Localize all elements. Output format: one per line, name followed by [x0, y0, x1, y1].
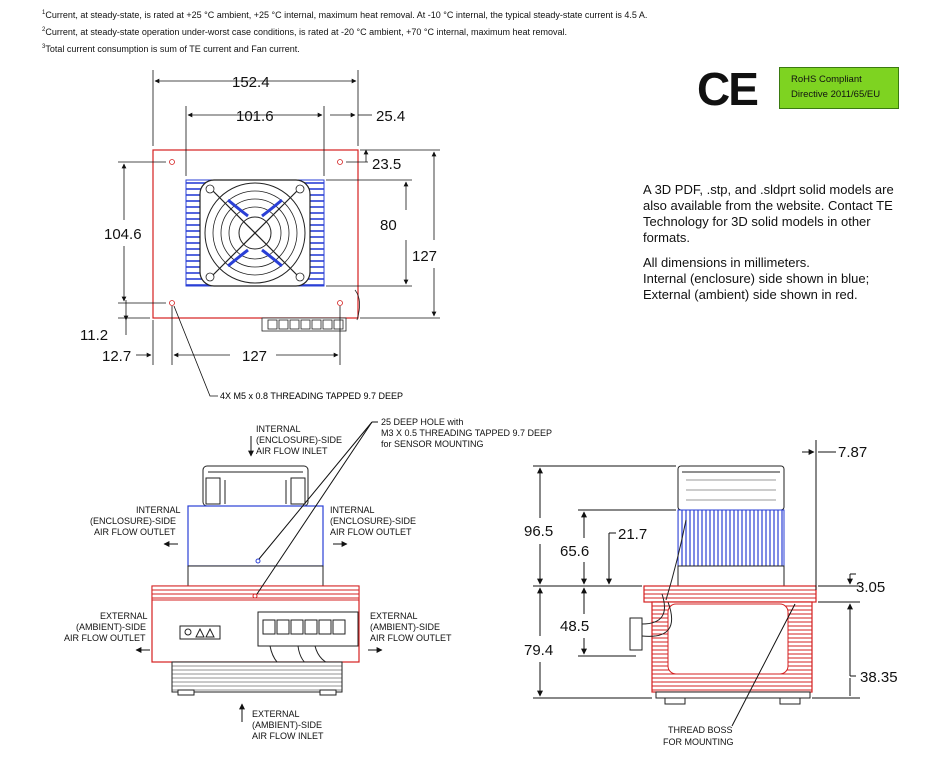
footnote-1: 1Current, at steady-state, is rated at +…	[42, 10, 648, 20]
outlet-external-right-1: EXTERNAL	[370, 611, 418, 621]
outlet-external-left-1: EXTERNAL	[100, 611, 148, 621]
mount-hole	[337, 159, 343, 165]
rohs-badge: RoHS Compliant Directive 2011/65/EU	[779, 67, 899, 109]
mount-hole	[337, 300, 343, 306]
inlet-external-1: EXTERNAL	[252, 709, 300, 719]
rohs-line-1: RoHS Compliant	[791, 74, 862, 85]
dim-width: 152.4	[232, 74, 270, 91]
dim-lower-mid: 48.5	[560, 618, 589, 635]
external-fan-front	[171, 661, 343, 693]
front-view: INTERNAL (ENCLOSURE)-SIDE AIR FLOW INLET…	[64, 417, 552, 741]
dim-boss: 38.35	[860, 669, 898, 686]
footnote-3: 3Total current consumption is sum of TE …	[42, 44, 300, 54]
outlet-internal-right-2: (ENCLOSURE)-SIDE	[330, 516, 416, 526]
internal-heatsink-side	[677, 509, 785, 567]
mount-hole	[169, 159, 175, 165]
dim-hole-bottom: 11.2	[80, 327, 108, 344]
internal-heatsink-front	[187, 505, 324, 567]
dim-external-height: 79.4	[524, 642, 553, 659]
dim-hole-left: 12.7	[102, 348, 131, 365]
dim-fan-width: 101.6	[236, 108, 274, 125]
units-note: All dimensions in millimeters.	[643, 255, 810, 270]
outlet-internal-right-3: AIR FLOW OUTLET	[330, 527, 412, 537]
boss-note-1: THREAD BOSS	[668, 725, 733, 735]
outlet-external-left-2: (AMBIENT)-SIDE	[76, 622, 146, 632]
mount-hole	[169, 300, 175, 306]
internal-fan-side	[677, 465, 785, 511]
thread-note: 4X M5 x 0.8 THREADING TAPPED 9.7 DEEP	[220, 391, 403, 401]
dim-offset: 25.4	[376, 108, 405, 125]
blue-side-note: Internal (enclosure) side shown in blue;	[643, 271, 870, 286]
outlet-internal-left-3: AIR FLOW OUTLET	[94, 527, 176, 537]
inlet-external-2: (AMBIENT)-SIDE	[252, 720, 322, 730]
dim-hole-top: 23.5	[372, 156, 401, 173]
outlet-internal-left-1: INTERNAL	[136, 505, 181, 515]
dim-fan-width-side: 21.7	[618, 526, 647, 543]
fan-guard	[199, 179, 311, 287]
outlet-internal-right-1: INTERNAL	[330, 505, 375, 515]
dim-height-left: 104.6	[104, 226, 142, 243]
dim-internal-height: 96.5	[524, 523, 553, 540]
footnote-2: 2Current, at steady-state operation unde…	[42, 27, 568, 37]
boss-note-2: FOR MOUNTING	[663, 737, 734, 747]
dim-plate-height: 127	[412, 248, 437, 265]
inlet-external-3: AIR FLOW INLET	[252, 731, 324, 741]
inlet-internal-3: AIR FLOW INLET	[256, 446, 328, 456]
outlet-external-left-3: AIR FLOW OUTLET	[64, 633, 146, 643]
terminal-block-front	[257, 611, 359, 671]
terminal-side	[629, 617, 643, 651]
sensor-note-3: for SENSOR MOUNTING	[381, 439, 484, 449]
top-view: 152.4 101.6 25.4 23.5 80 127 104.6 11.2 …	[80, 70, 440, 401]
rohs-line-2: Directive 2011/65/EU	[791, 89, 881, 100]
outlet-external-right-3: AIR FLOW OUTLET	[370, 633, 452, 643]
outlet-internal-left-2: (ENCLOSURE)-SIDE	[90, 516, 176, 526]
sensor-note-1: 25 DEEP HOLE with	[381, 417, 463, 427]
inlet-internal-1: INTERNAL	[256, 424, 301, 434]
sensor-note-2: M3 X 0.5 THREADING TAPPED 9.7 DEEP	[381, 428, 552, 438]
dim-fan-height: 80	[380, 217, 397, 234]
solid-models-note: A 3D PDF, .stp, and .sldprt solid models…	[643, 182, 894, 245]
ce-mark: CE	[697, 63, 759, 115]
dim-hole-span: 127	[242, 348, 267, 365]
dim-plate-thickness: 3.05	[856, 579, 885, 596]
inlet-internal-2: (ENCLOSURE)-SIDE	[256, 435, 342, 445]
dim-fan-offset: 65.6	[560, 543, 589, 560]
outlet-external-right-2: (AMBIENT)-SIDE	[370, 622, 440, 632]
terminal-strip	[261, 289, 360, 332]
dim-top-offset: 7.87	[838, 444, 867, 461]
red-side-note: External (ambient) side shown in red.	[643, 287, 858, 302]
side-view: 7.87 96.5 65.6 21.7 3.05 48.5 79.4 38.35…	[524, 440, 898, 747]
